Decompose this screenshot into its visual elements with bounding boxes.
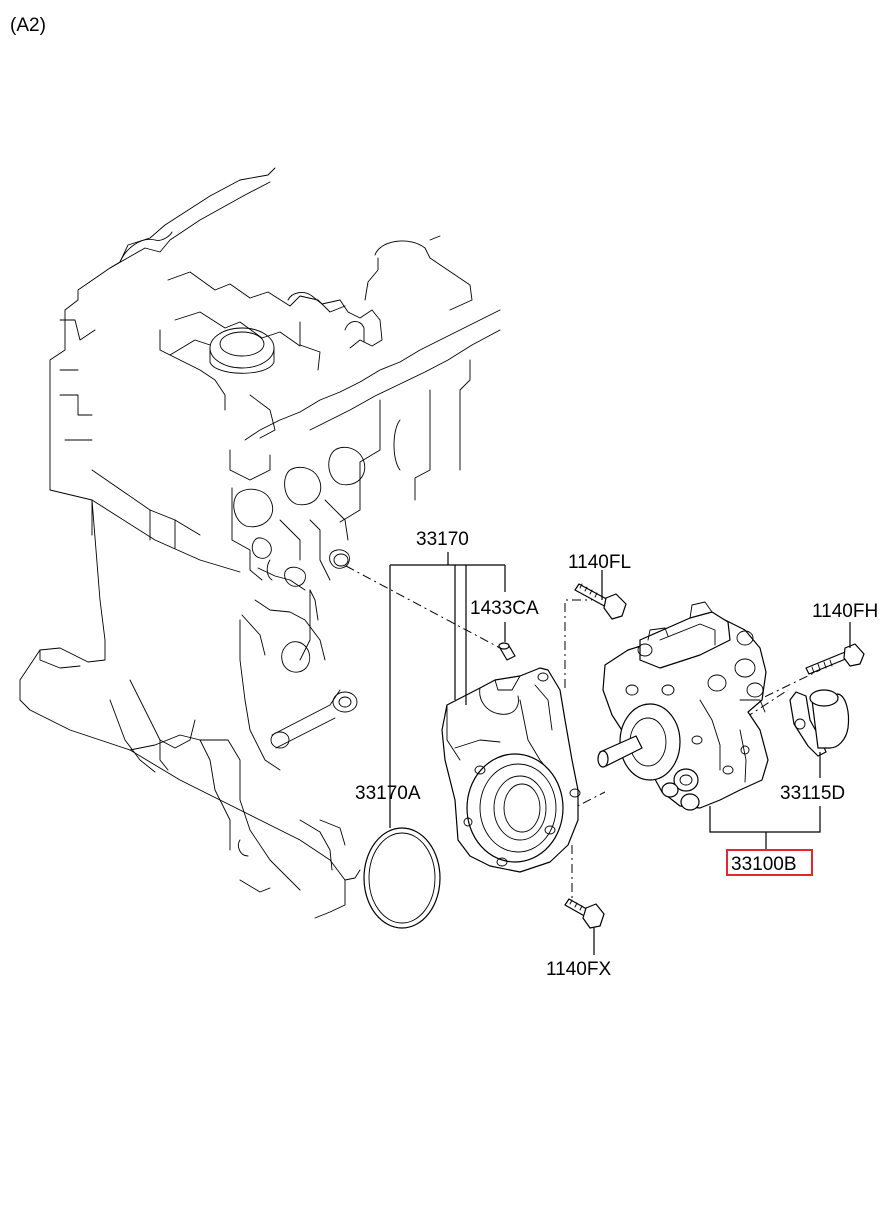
pump-housing-bracket	[441, 667, 581, 873]
label-33115d[interactable]: 33115D	[780, 783, 845, 804]
label-1140fl[interactable]: 1140FL	[568, 552, 631, 573]
label-1140fh[interactable]: 1140FH	[812, 601, 878, 622]
highlight-box	[726, 849, 813, 876]
label-33170a[interactable]: 33170A	[355, 783, 421, 804]
label-1140fx[interactable]: 1140FX	[546, 959, 611, 980]
bolt-1140fl	[574, 583, 627, 620]
metering-valve	[789, 689, 850, 757]
bolt-1140fh	[805, 643, 865, 675]
o-ring	[363, 827, 441, 929]
high-pressure-pump	[597, 601, 769, 811]
label-1433ca[interactable]: 1433CA	[470, 598, 539, 619]
label-33100b[interactable]: 33100B	[731, 854, 797, 875]
leader-lines	[389, 552, 851, 955]
engine-block-drawing	[19, 167, 501, 919]
view-label: (A2)	[10, 15, 46, 36]
bolt-1140fx	[564, 898, 605, 929]
label-33170[interactable]: 33170	[416, 529, 469, 550]
dowel-pin	[498, 642, 516, 661]
